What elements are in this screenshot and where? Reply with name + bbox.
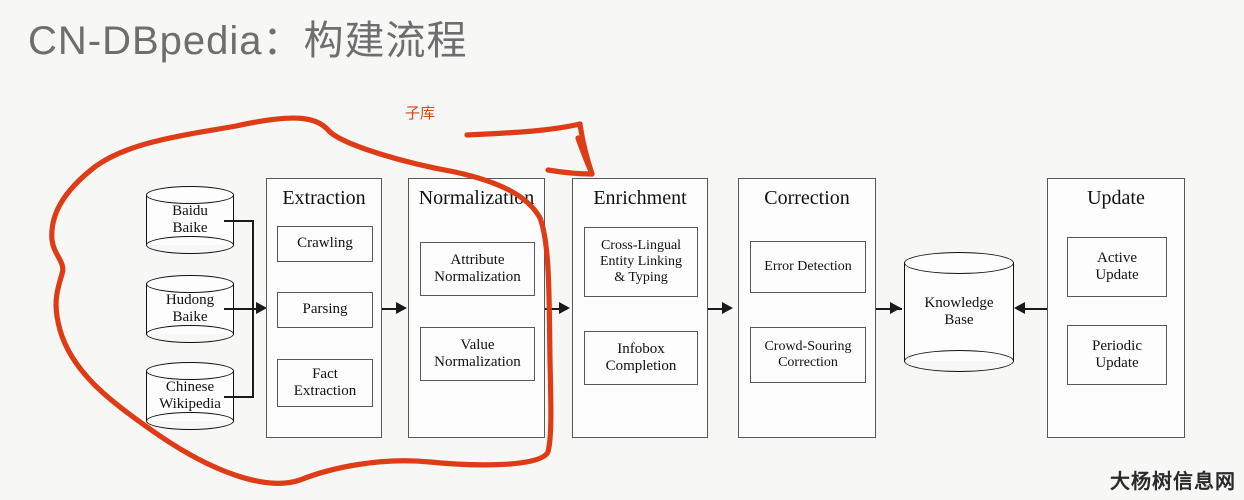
arrowhead-icon xyxy=(890,302,901,314)
knowledge-base-label: Knowledge Base xyxy=(924,294,994,328)
knowledge-base-cylinder: Knowledge Base xyxy=(904,252,1014,372)
page-title: CN-DBpedia：构建流程 xyxy=(28,19,468,63)
connector-line xyxy=(876,308,902,310)
phase-title: Extraction xyxy=(282,187,366,209)
arrowhead-icon xyxy=(1014,302,1025,314)
step-error-detection: Error Detection xyxy=(750,241,866,293)
step-infobox-completion: Infobox Completion xyxy=(584,331,698,385)
connector-line xyxy=(545,308,567,310)
phase-normalization: Normalization Attribute Normalization Va… xyxy=(408,178,545,438)
arrowhead-icon xyxy=(722,302,733,314)
step-crawling: Crawling xyxy=(277,226,373,262)
phase-extraction: Extraction Crawling Parsing Fact Extract… xyxy=(266,178,382,438)
connector-line xyxy=(224,396,254,398)
step-parsing: Parsing xyxy=(277,292,373,328)
phase-title: Update xyxy=(1087,187,1145,209)
annotation-label: 子库 xyxy=(405,105,436,122)
annotation-arrow-line xyxy=(464,121,583,138)
cylinder-bottom xyxy=(146,325,234,343)
source-cylinder-hudong-baike: Hudong Baike xyxy=(146,275,234,343)
connector-line xyxy=(708,308,730,310)
step-cross-lingual-entity-linking: Cross-Lingual Entity Linking & Typing xyxy=(584,227,698,297)
cylinder-top xyxy=(146,186,234,204)
phase-correction: Correction Error Detection Crowd-Souring… xyxy=(738,178,876,438)
source-cylinder-baidu-baike: Baidu Baike xyxy=(146,186,234,254)
source-label: Hudong Baike xyxy=(165,291,215,325)
step-periodic-update: Periodic Update xyxy=(1067,325,1167,385)
watermark: 大杨树信息网 xyxy=(1110,471,1236,493)
arrowhead-icon xyxy=(396,302,407,314)
step-active-update: Active Update xyxy=(1067,237,1167,297)
cylinder-bottom xyxy=(146,236,234,254)
cylinder-body xyxy=(904,263,1014,361)
phase-title: Correction xyxy=(764,187,850,209)
phase-title: Enrichment xyxy=(593,187,687,209)
step-attribute-normalization: Attribute Normalization xyxy=(420,242,535,296)
cylinder-bottom xyxy=(146,412,234,430)
cylinder-bottom xyxy=(904,350,1014,372)
cylinder-top xyxy=(904,252,1014,274)
source-label: Baidu Baike xyxy=(172,202,208,236)
step-fact-extraction: Fact Extraction xyxy=(277,359,373,407)
cylinder-top xyxy=(146,275,234,293)
cylinder-top xyxy=(146,362,234,380)
annotation-arrowhead-icon xyxy=(545,135,595,177)
source-label: Chinese Wikipedia xyxy=(159,378,221,412)
connector-line xyxy=(1022,308,1048,310)
annotation-arrow-shaft xyxy=(577,121,595,177)
phase-update: Update Active Update Periodic Update xyxy=(1047,178,1185,438)
arrowhead-icon xyxy=(559,302,570,314)
step-crowd-souring-correction: Crowd-Souring Correction xyxy=(750,327,866,383)
connector-line xyxy=(224,220,254,222)
phase-title: Normalization xyxy=(418,187,535,209)
step-value-normalization: Value Normalization xyxy=(420,327,535,381)
phase-enrichment: Enrichment Cross-Lingual Entity Linking … xyxy=(572,178,708,438)
source-cylinder-chinese-wikipedia: Chinese Wikipedia xyxy=(146,362,234,430)
